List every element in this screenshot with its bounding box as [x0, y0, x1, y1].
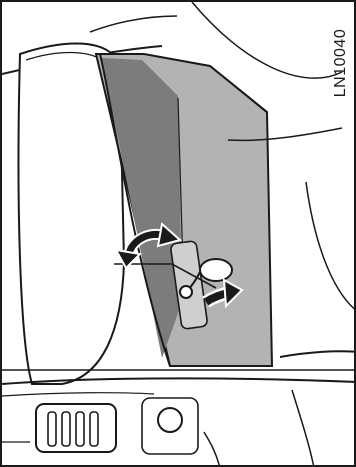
console-side-line: [204, 432, 220, 467]
door-panel-curve: [306, 182, 356, 312]
console-edge: [2, 393, 154, 396]
air-vent: [36, 404, 116, 452]
figure-code: LN10040: [330, 8, 352, 118]
window-edge-line: [90, 16, 177, 32]
console-knob: [142, 398, 198, 454]
console-right-line: [292, 390, 314, 467]
figure-code-text: LN10040: [332, 29, 350, 97]
headliner-curve: [192, 2, 342, 78]
seat-cushion-edge: [280, 351, 356, 357]
